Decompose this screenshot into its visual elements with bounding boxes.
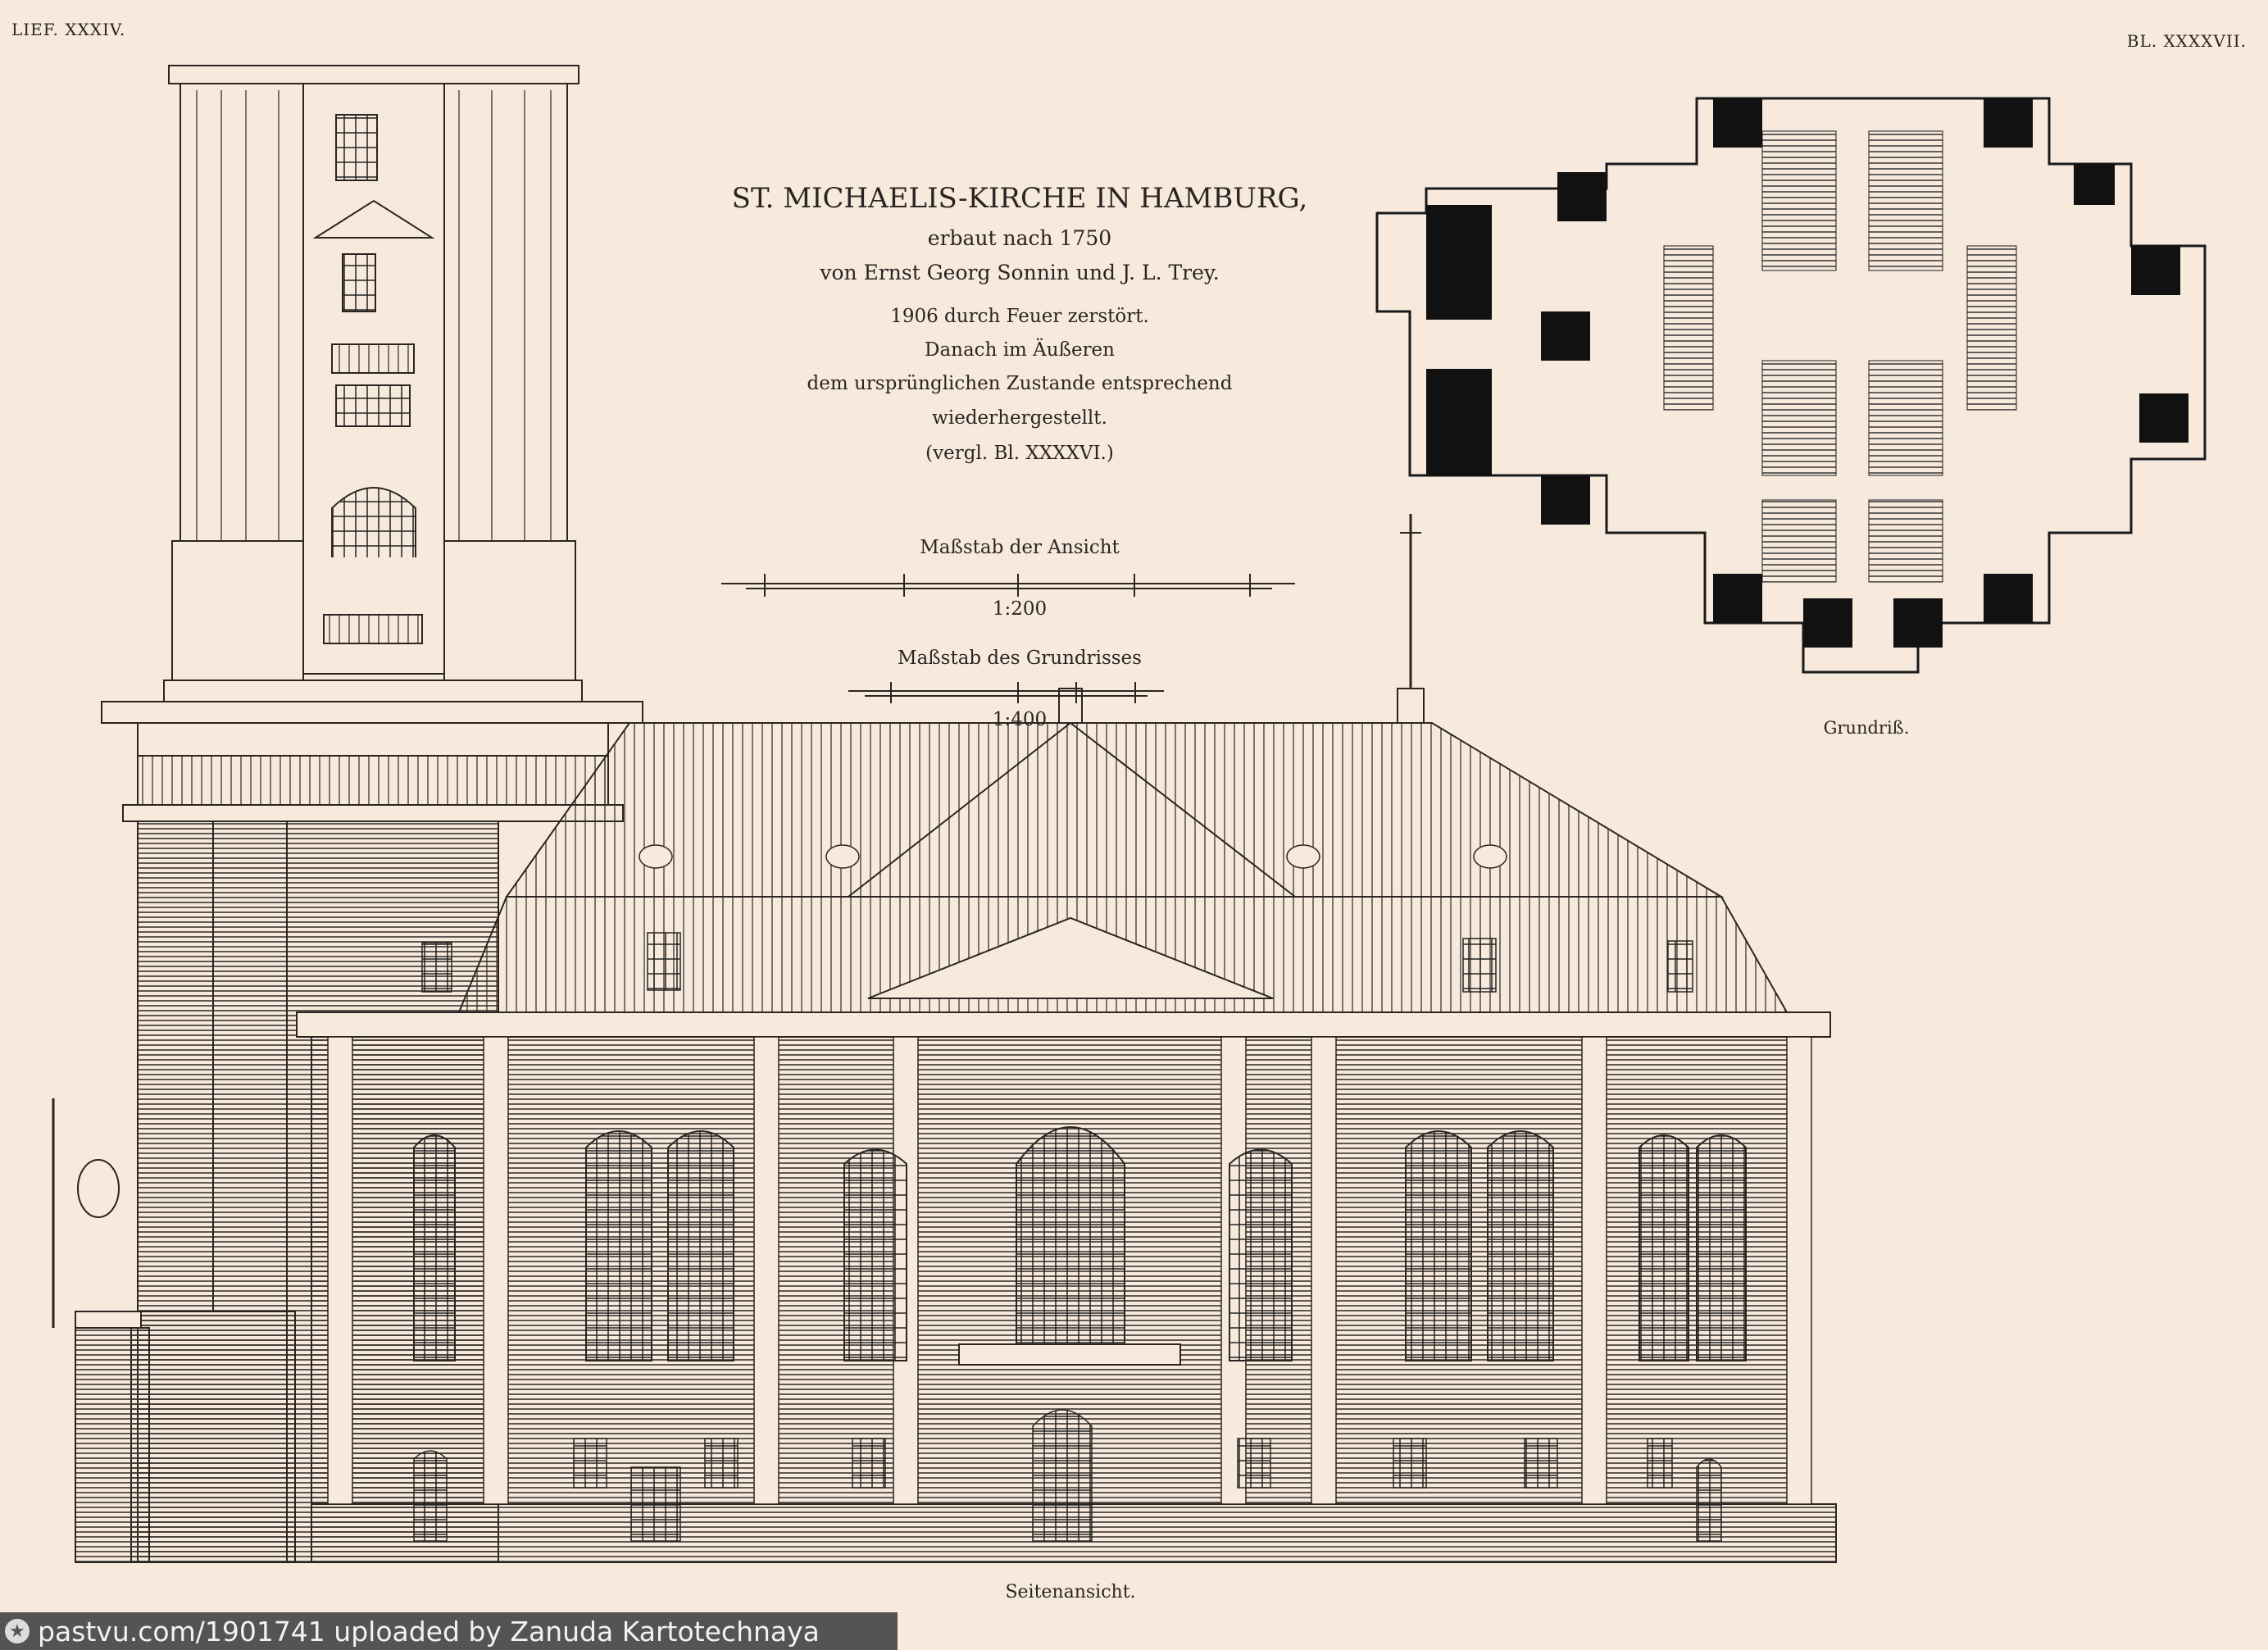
elevation-caption: Seitenansicht. bbox=[1005, 1582, 1136, 1602]
subtitle-line: Danach im Äußeren bbox=[925, 339, 1115, 361]
subtitle-line: erbaut nach 1750 bbox=[927, 226, 1112, 250]
subtitle-line: von Ernst Georg Sonnin und J. L. Trey. bbox=[820, 261, 1220, 284]
subtitle-line: wiederhergestellt. bbox=[932, 407, 1107, 429]
elevation-scale-ratio: 1:200 bbox=[992, 598, 1048, 620]
pastvu-logo-icon: ★ bbox=[5, 1619, 30, 1643]
subtitle-line: (vergl. Bl. XXXXVI.) bbox=[925, 443, 1114, 464]
scale-bar-plan bbox=[848, 682, 1164, 703]
scale-bar-elevation bbox=[721, 574, 1295, 597]
watermark-bar: ★ pastvu.com/1901741 uploaded by Zanuda … bbox=[0, 1612, 898, 1650]
floor-plan bbox=[1375, 97, 2207, 674]
sheet-number-label: BL. XXXXVII. bbox=[2126, 31, 2247, 51]
subtitle-line: dem ursprünglichen Zustande entsprechend bbox=[807, 373, 1233, 394]
drawing-title: ST. MICHAELIS-KIRCHE IN HAMBURG, bbox=[731, 182, 1308, 215]
elevation-scale-label: Maßstab der Ansicht bbox=[920, 537, 1120, 558]
plan-scale-ratio: 1:400 bbox=[992, 709, 1048, 730]
watermark-text: pastvu.com/1901741 uploaded by Zanuda Ka… bbox=[38, 1615, 820, 1648]
plan-caption: Grundriß. bbox=[1823, 718, 1910, 738]
plan-scale-label: Maßstab des Grundrisses bbox=[898, 648, 1142, 669]
subtitle-line: 1906 durch Feuer zerstört. bbox=[890, 306, 1149, 327]
church-elevation bbox=[52, 514, 1837, 1563]
sheet-delivery-label: LIEF. XXXIV. bbox=[11, 20, 126, 39]
